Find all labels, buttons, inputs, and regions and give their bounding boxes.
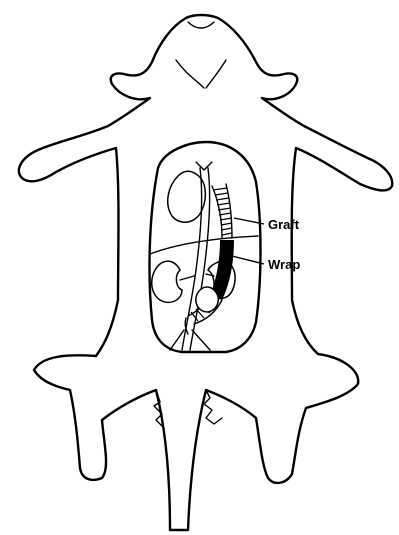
left-renal-vessel xyxy=(180,276,194,280)
neck-line-2 xyxy=(206,60,226,88)
upper-organ xyxy=(168,171,206,222)
vessel-top-branch xyxy=(196,162,212,170)
body-outline xyxy=(19,15,392,530)
left-kidney xyxy=(152,261,182,302)
lower-organ xyxy=(196,287,218,312)
graft-corrugations xyxy=(213,188,232,235)
abdominal-cavity xyxy=(150,142,261,352)
graft-label: Graft xyxy=(268,217,300,232)
wrap-pointer xyxy=(232,256,264,264)
head-detail xyxy=(188,22,214,28)
wrap-label: Wrap xyxy=(268,257,300,272)
graft-inner xyxy=(226,184,232,238)
neck-line xyxy=(176,60,204,88)
iliac-right xyxy=(192,330,210,350)
diaphragm-line xyxy=(150,236,258,254)
